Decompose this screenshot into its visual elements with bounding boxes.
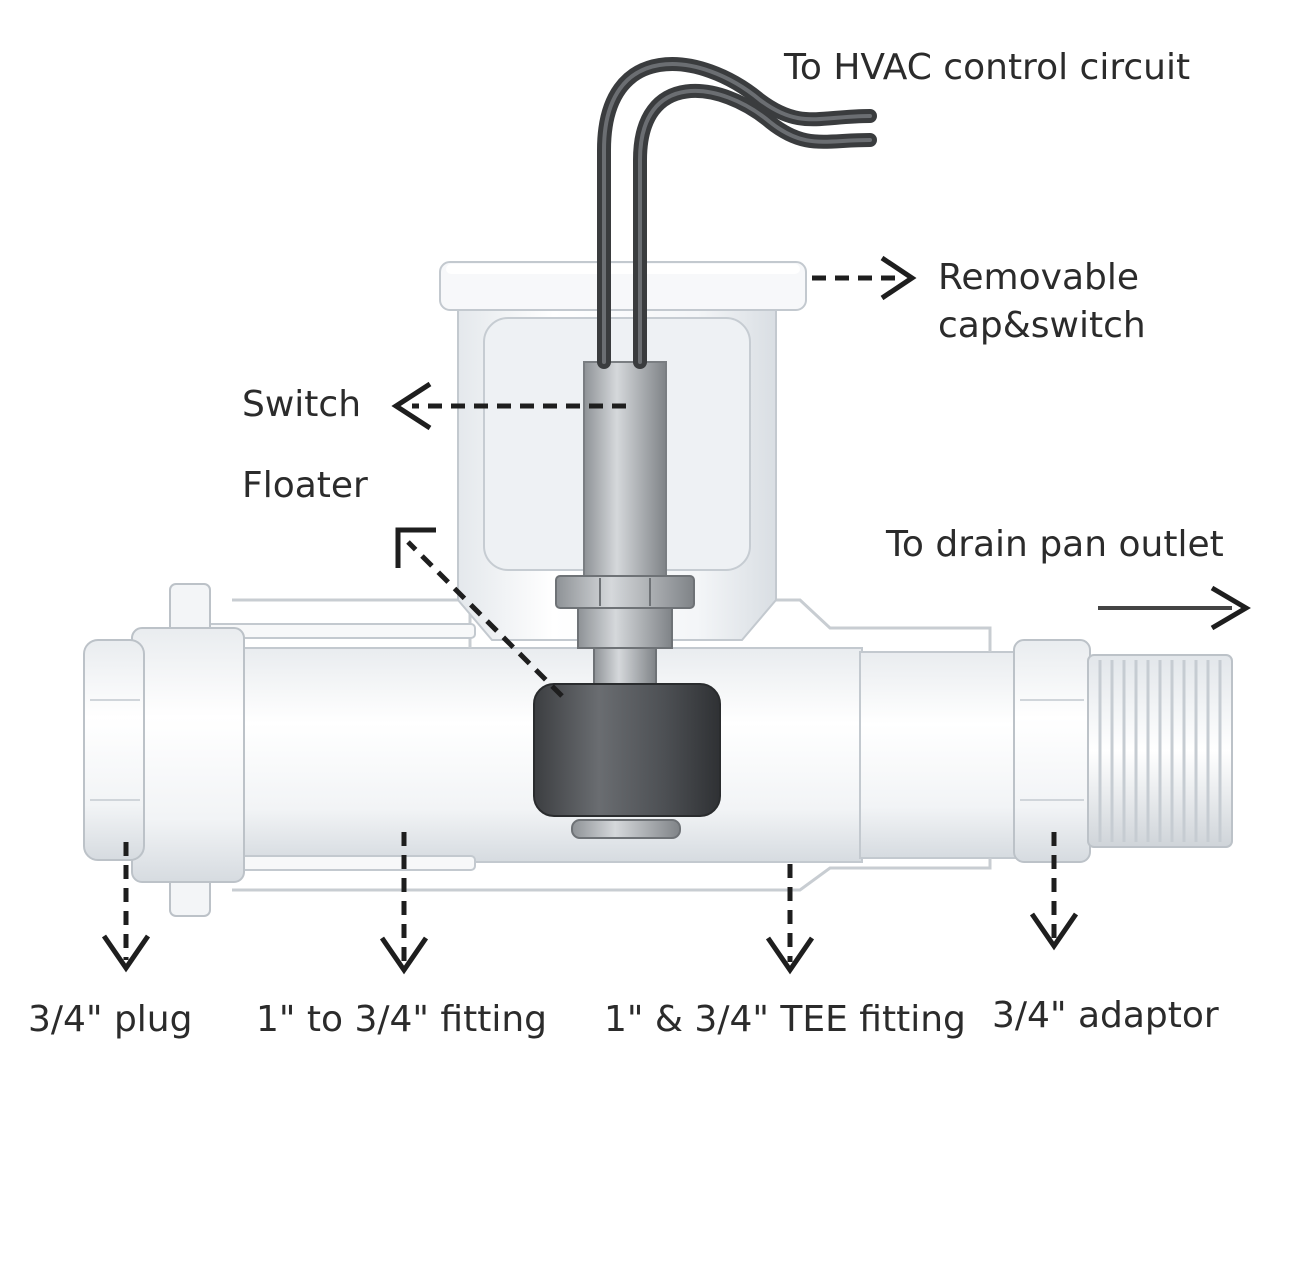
label-switch: Switch — [242, 384, 362, 425]
switch-assembly — [533, 361, 721, 839]
adaptor-fitting — [1013, 639, 1233, 863]
plug-collar — [131, 627, 245, 883]
label-cap-line1: Removable — [938, 257, 1140, 298]
outer-shell-top-right — [760, 598, 992, 652]
plug-fitting — [83, 583, 245, 917]
tee-arrow-head — [765, 936, 815, 975]
label-reducer-fitting: 1" to 3/4" fitting — [256, 999, 548, 1040]
control-wires — [597, 57, 877, 369]
label-plug: 3/4" plug — [28, 999, 193, 1040]
label-hvac-control-circuit: To HVAC control circuit — [784, 47, 1191, 88]
outer-shell-bottom — [232, 858, 992, 892]
switch-housing — [583, 361, 667, 579]
label-floater: Floater — [242, 465, 368, 506]
floater-arrow-head — [395, 527, 436, 568]
floater-base — [571, 819, 681, 839]
switch-arrow-head — [391, 381, 432, 431]
cap-arrow-head — [880, 255, 917, 301]
plug-arrow-head — [101, 934, 151, 973]
adaptor-hex — [1013, 639, 1091, 863]
reducer-section — [859, 651, 1021, 859]
drain-arrow-head — [1210, 585, 1251, 631]
switch-nut — [555, 575, 695, 609]
callout-arrows — [101, 255, 1251, 975]
plug-hex — [83, 639, 145, 861]
label-drain-pan-outlet: To drain pan outlet — [886, 524, 1224, 565]
floater-arrow-line — [406, 540, 564, 698]
switch-stem-upper — [577, 607, 673, 649]
label-tee-fitting: 1" & 3/4" TEE fitting — [604, 999, 966, 1040]
label-adaptor: 3/4" adaptor — [992, 995, 1219, 1036]
tee-pipe-body — [199, 598, 1021, 892]
adaptor-arrow-head — [1029, 912, 1079, 951]
fitting-arrow-head — [379, 936, 429, 975]
label-cap-line2: cap&switch — [938, 304, 1146, 346]
label-removable-cap-switch: Removable cap&switch — [938, 254, 1146, 349]
floater-body — [533, 683, 721, 817]
switch-stem-lower — [593, 647, 657, 689]
